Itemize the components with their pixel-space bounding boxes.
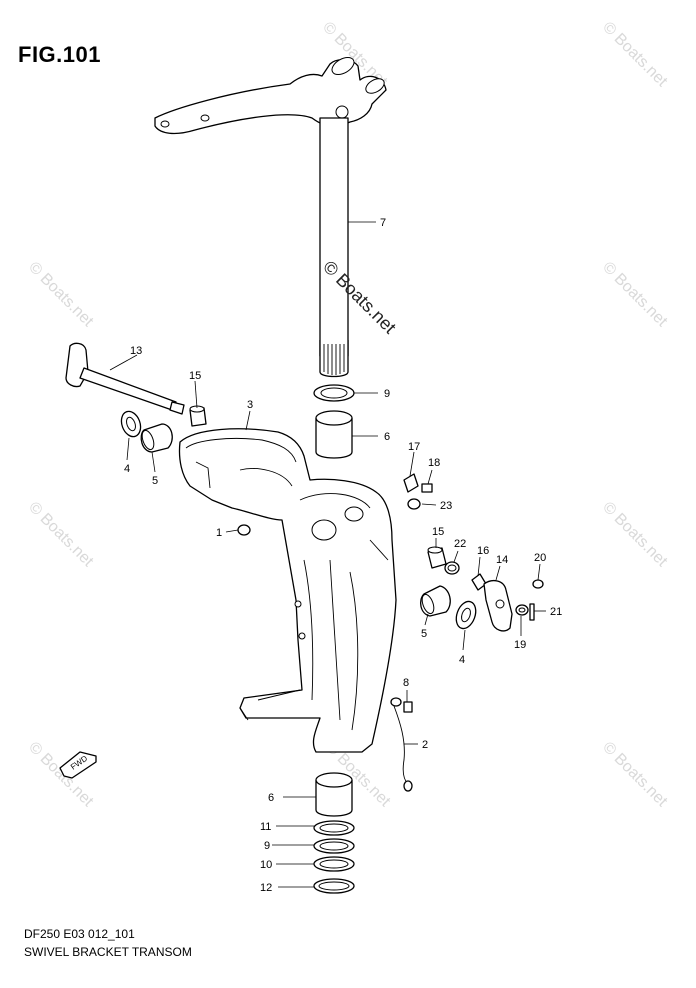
figure-name: SWIVEL BRACKET TRANSOM <box>24 945 192 959</box>
part-4-washer-left <box>120 410 142 438</box>
callout-12: 12 <box>260 882 272 894</box>
callout-13: 13 <box>130 345 142 357</box>
part-20-washer <box>532 579 544 589</box>
callout-9: 9 <box>384 388 390 400</box>
part-18-bolt <box>421 483 433 493</box>
part-5-bushing-right <box>419 585 451 617</box>
callout-7: 7 <box>380 217 386 229</box>
part-14-lever <box>483 579 513 632</box>
callout-4: 4 <box>124 463 130 475</box>
part-13-tilt-rod <box>65 342 185 415</box>
callout-5: 5 <box>152 475 158 487</box>
callout-8: 8 <box>403 677 409 689</box>
callout-2: 2 <box>422 739 428 751</box>
part-19-nut <box>515 604 529 616</box>
part-9-washer-upper <box>313 384 355 402</box>
fwd-arrow-icon: FWD <box>59 751 97 779</box>
watermark: © Boats.net <box>25 739 97 811</box>
leader-lines <box>109 221 546 888</box>
watermark: © Boats.net <box>25 259 97 331</box>
watermark: © Boats.net <box>25 499 97 571</box>
callout-14: 14 <box>496 554 508 566</box>
callout-1: 1 <box>216 527 222 539</box>
part-1-clip <box>237 524 251 536</box>
callout-15: 15 <box>189 370 201 382</box>
part-6-bushing-upper <box>315 410 353 459</box>
part-15-collar-right <box>427 546 447 569</box>
callout-11: 11 <box>260 821 271 833</box>
callout-21: 21 <box>550 606 562 618</box>
part-10-washer <box>313 856 355 872</box>
callout-labels: 7 13 15 3 9 6 17 18 4 5 23 1 15 22 16 14… <box>124 217 562 894</box>
callout-3: 3 <box>247 399 253 411</box>
callout-5: 5 <box>421 628 427 640</box>
part-11-ring <box>313 820 355 836</box>
part-22-spring <box>444 561 460 575</box>
part-8-bolt <box>403 701 413 713</box>
part-5-bushing-left <box>140 423 173 453</box>
callout-6: 6 <box>384 431 390 443</box>
figure-title: FIG.101 <box>18 42 101 67</box>
callout-16: 16 <box>477 545 489 557</box>
part-7-steering-shaft <box>154 56 387 378</box>
part-9-washer-lower <box>313 838 355 854</box>
callout-23: 23 <box>440 500 452 512</box>
part-23-spring <box>407 498 421 510</box>
callout-9: 9 <box>264 840 270 852</box>
part-15-collar-left <box>189 405 207 427</box>
callout-4: 4 <box>459 654 465 666</box>
part-2-ground-wire <box>390 697 413 792</box>
callout-17: 17 <box>408 441 420 453</box>
part-12-snap-ring <box>313 878 355 894</box>
callout-22: 22 <box>454 538 466 550</box>
part-17-plate <box>403 473 419 493</box>
watermark: © Boats.net <box>599 19 671 91</box>
part-21-pin <box>529 603 535 621</box>
callout-18: 18 <box>428 457 440 469</box>
callout-10: 10 <box>260 859 272 871</box>
callout-19: 19 <box>514 639 526 651</box>
part-6-bushing-lower <box>315 772 353 817</box>
callout-6: 6 <box>268 792 274 804</box>
part-3-swivel-bracket <box>178 428 397 753</box>
callout-15: 15 <box>432 526 444 538</box>
figure-code: DF250 E03 012_101 <box>24 927 135 941</box>
part-4-washer-right <box>455 600 477 630</box>
watermark: © Boats.net <box>599 259 671 331</box>
callout-20: 20 <box>534 552 546 564</box>
watermark: © Boats.net <box>599 499 671 571</box>
watermark: © Boats.net <box>599 739 671 811</box>
